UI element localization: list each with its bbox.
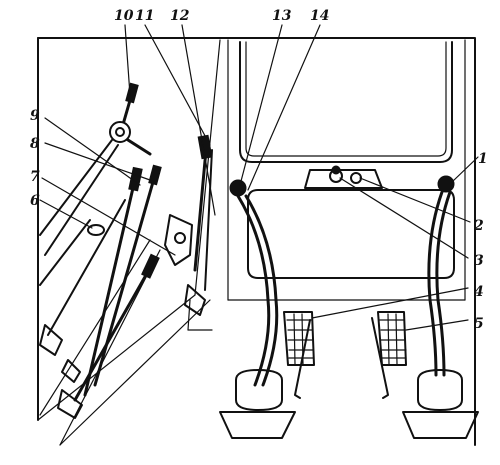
callout-9: 9 [30,108,40,124]
callout-4: 4 [474,284,484,300]
callout-12: 12 [170,8,190,24]
left-steering-lever [219,179,296,439]
cab-floor [37,294,211,446]
callout-10: 10 [114,8,134,24]
right-steering-lever [402,175,479,439]
switch-plate [304,165,383,189]
lower-panel [247,189,455,279]
callout-labels: 10 11 12 13 14 9 8 7 6 1 2 3 4 5 [30,8,488,332]
callout-14: 14 [310,8,329,24]
callout-7: 7 [30,169,40,185]
left-pedal [283,311,315,399]
left-control-levers [39,82,162,446]
rear-window [239,41,453,163]
callout-11: 11 [135,8,154,24]
callout-2: 2 [473,218,484,234]
callout-6: 6 [30,193,40,209]
side-wall-levers [164,134,213,331]
callout-13: 13 [272,8,292,24]
callout-1: 1 [478,151,488,167]
callout-3: 3 [474,253,484,269]
callout-5: 5 [474,316,484,332]
callout-8: 8 [30,136,40,152]
leader-lines [39,24,479,331]
right-pedal [371,311,407,399]
